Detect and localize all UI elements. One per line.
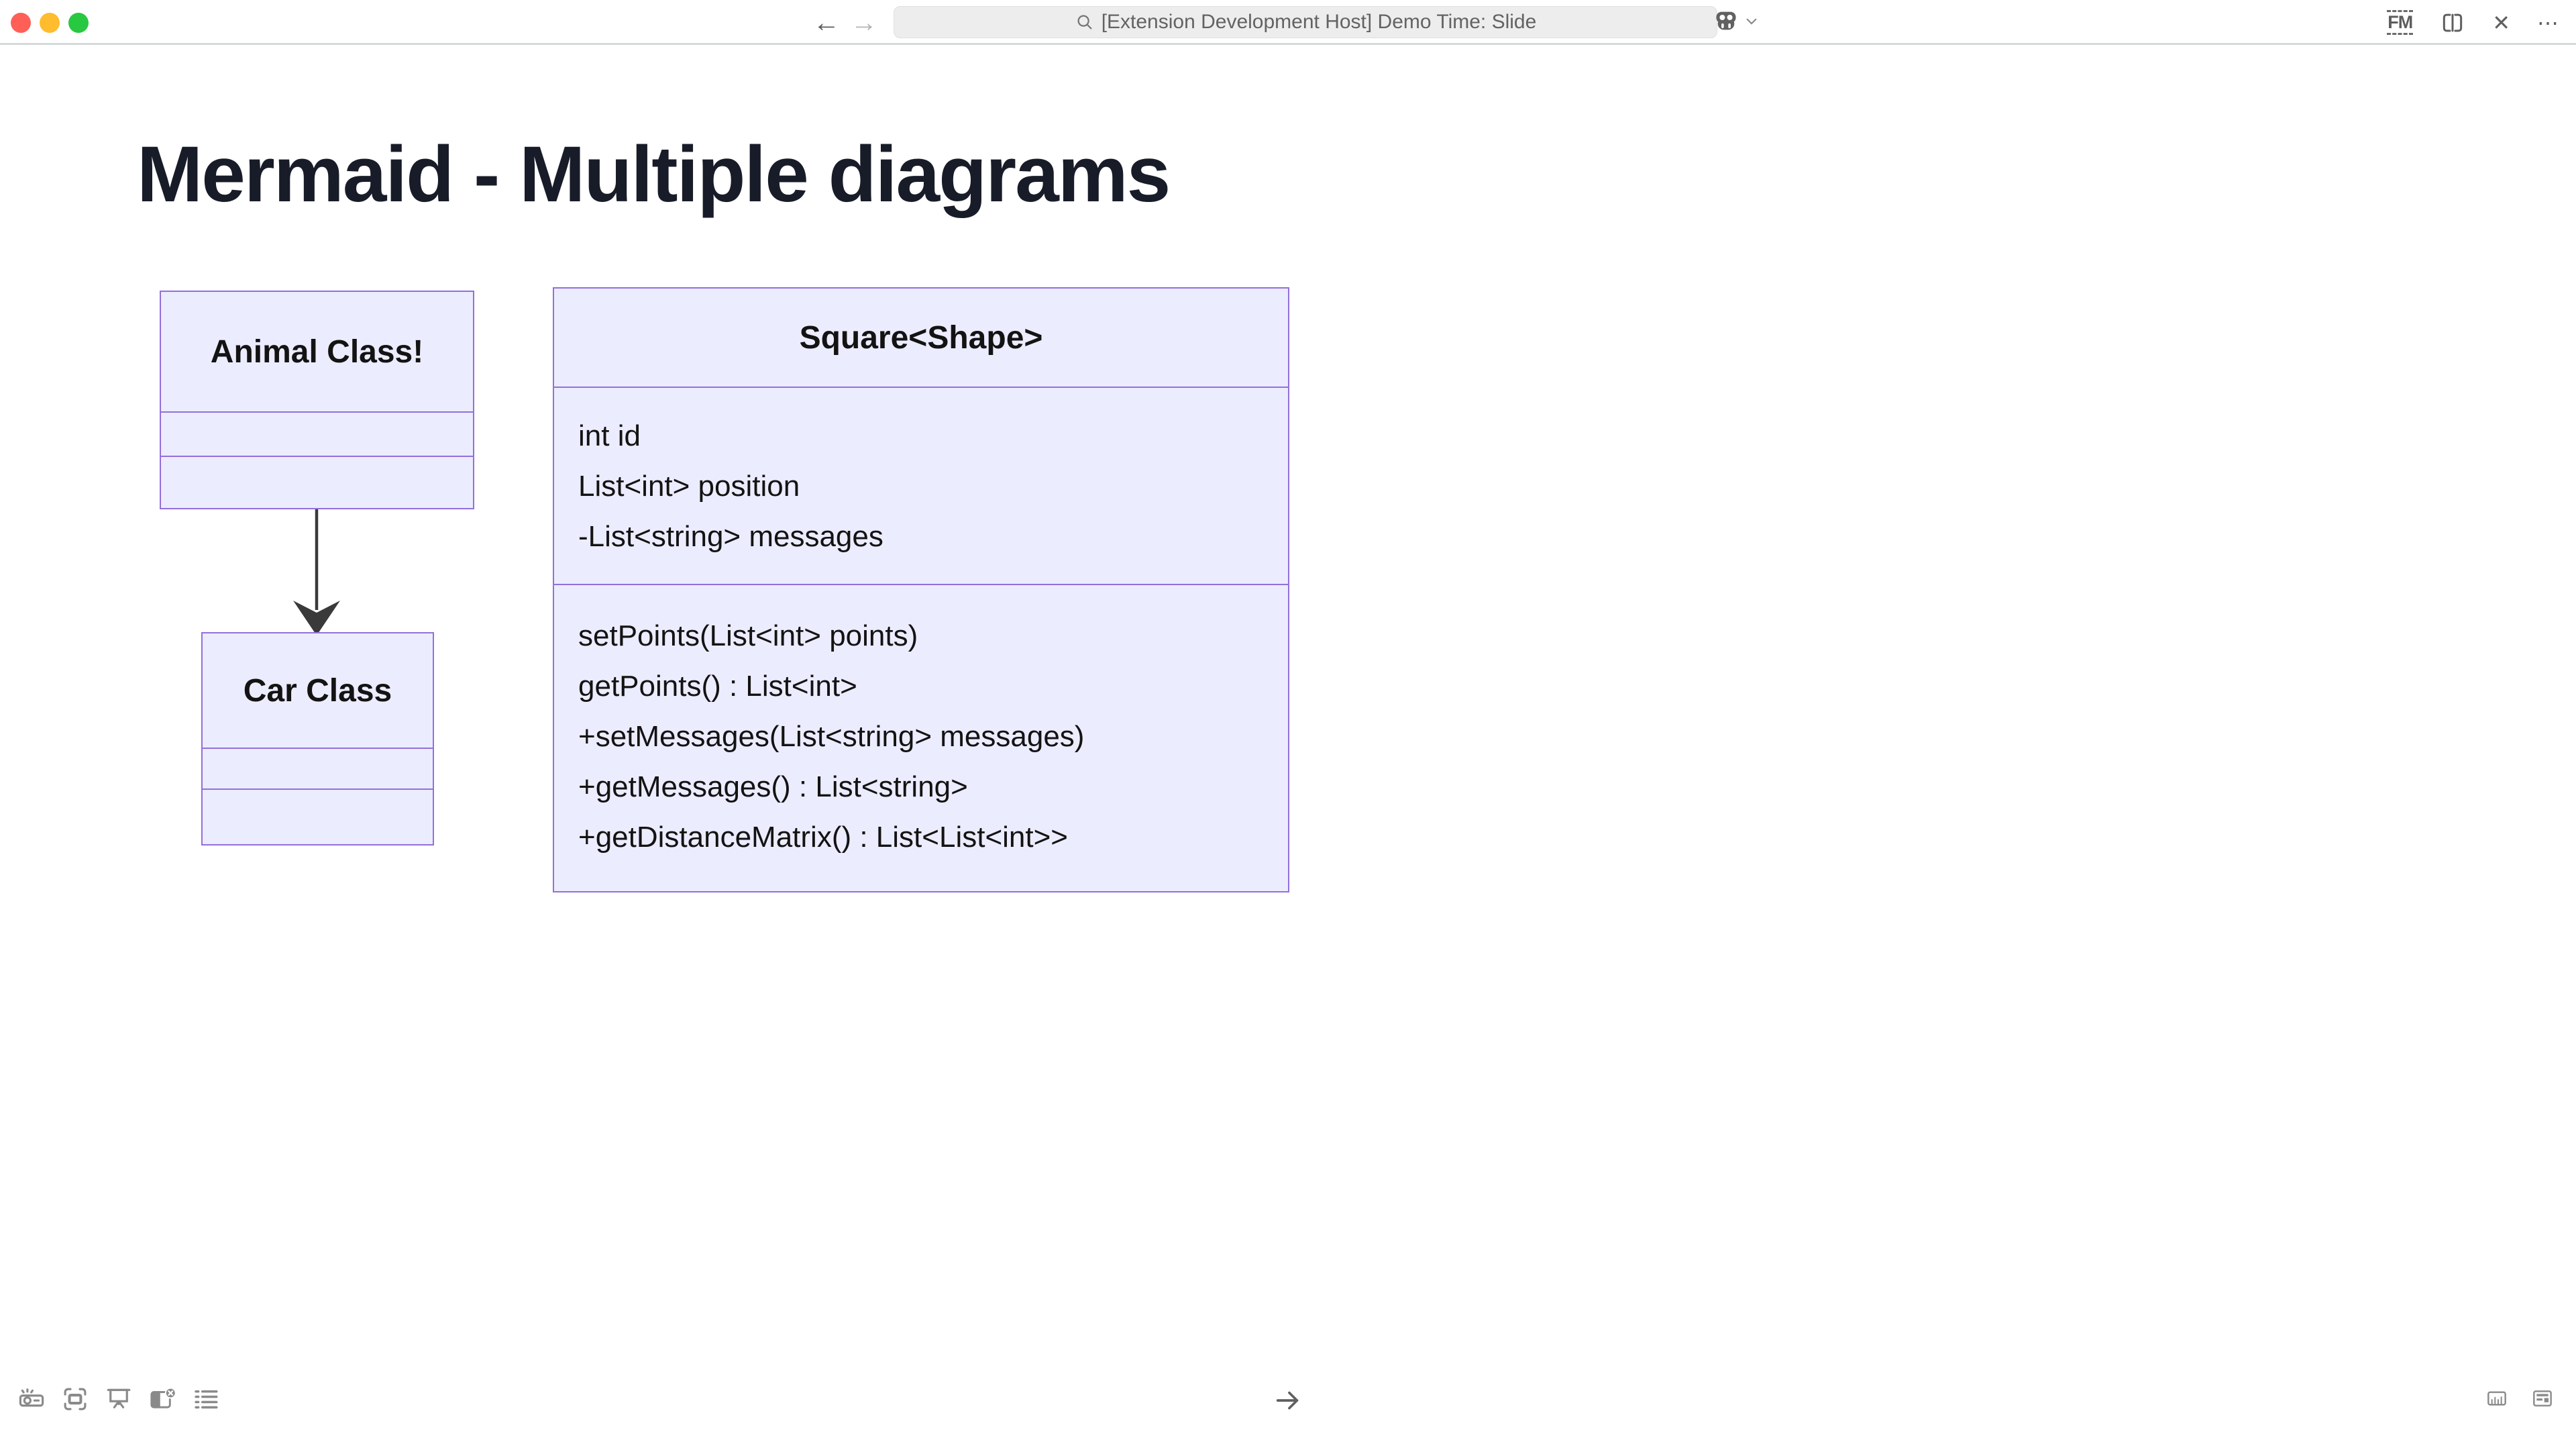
- class-attributes-empty: [161, 413, 473, 457]
- method-row: +setMessages(List<string> messages): [578, 720, 1085, 753]
- presentation-button[interactable]: [105, 1385, 133, 1413]
- copilot-icon[interactable]: [1712, 8, 1740, 34]
- more-actions-icon[interactable]: ⋯: [2537, 10, 2559, 35]
- command-center-search[interactable]: [Extension Development Host] Demo Time: …: [894, 6, 1717, 38]
- close-sidebar-button[interactable]: [148, 1385, 176, 1413]
- presentation-screen-icon: [107, 1388, 131, 1409]
- class-title: Car Class: [203, 633, 433, 749]
- fullscreen-button[interactable]: [61, 1385, 89, 1413]
- attribute-row: int id: [578, 419, 641, 452]
- class-methods-empty: [161, 457, 473, 508]
- projector-icon: [19, 1388, 44, 1407]
- projector-button[interactable]: [17, 1385, 46, 1413]
- layout-icon: [2533, 1390, 2552, 1407]
- next-arrow-icon: [1276, 1391, 1299, 1410]
- traffic-minimize-button[interactable]: [40, 13, 60, 33]
- split-editor-icon[interactable]: [2440, 10, 2465, 36]
- class-node-square: Square<Shape> int id List<int> position …: [553, 287, 1289, 892]
- method-row: +getDistanceMatrix() : List<List<int>>: [578, 821, 1068, 854]
- frontmatter-extension-icon[interactable]: FM: [2387, 10, 2414, 35]
- class-title: Animal Class!: [161, 292, 473, 413]
- class-attributes-empty: [203, 749, 433, 790]
- class-methods: setPoints(List<int> points) getPoints() …: [554, 585, 1288, 891]
- close-icon[interactable]: ✕: [2492, 10, 2510, 35]
- inheritance-arrow: [293, 509, 340, 635]
- slide-layout-button[interactable]: [2530, 1388, 2555, 1409]
- search-icon: [1077, 15, 1092, 30]
- next-slide-button[interactable]: [1273, 1385, 1303, 1416]
- class-attributes: int id List<int> position -List<string> …: [554, 388, 1288, 585]
- method-row: setPoints(List<int> points): [578, 619, 918, 652]
- class-methods-empty: [203, 790, 433, 844]
- class-title: Square<Shape>: [554, 289, 1288, 388]
- traffic-zoom-button[interactable]: [68, 13, 89, 33]
- traffic-close-button[interactable]: [11, 13, 31, 33]
- search-value: [Extension Development Host] Demo Time: …: [1101, 11, 1537, 33]
- slide-list-button[interactable]: [192, 1385, 220, 1413]
- nav-forward-button: →: [851, 7, 877, 38]
- method-row: getPoints() : List<int>: [578, 670, 857, 703]
- slide-timeline-button[interactable]: [2485, 1388, 2509, 1409]
- fullscreen-icon: [64, 1388, 87, 1411]
- chevron-down-icon[interactable]: [1744, 13, 1759, 28]
- method-row: +getMessages() : List<string>: [578, 770, 968, 803]
- class-node-animal: Animal Class!: [160, 291, 474, 509]
- attribute-row: List<int> position: [578, 470, 800, 503]
- window-titlebar: ← → [Extension Development Host] Demo Ti…: [0, 0, 2576, 45]
- attribute-row: -List<string> messages: [578, 520, 883, 553]
- list-icon: [195, 1390, 218, 1409]
- nav-back-button[interactable]: ←: [813, 7, 840, 38]
- sidebar-close-icon: [150, 1387, 176, 1409]
- slide-heading: Mermaid - Multiple diagrams: [137, 130, 1171, 219]
- timeline-icon: [2487, 1391, 2506, 1406]
- class-node-car: Car Class: [201, 632, 434, 846]
